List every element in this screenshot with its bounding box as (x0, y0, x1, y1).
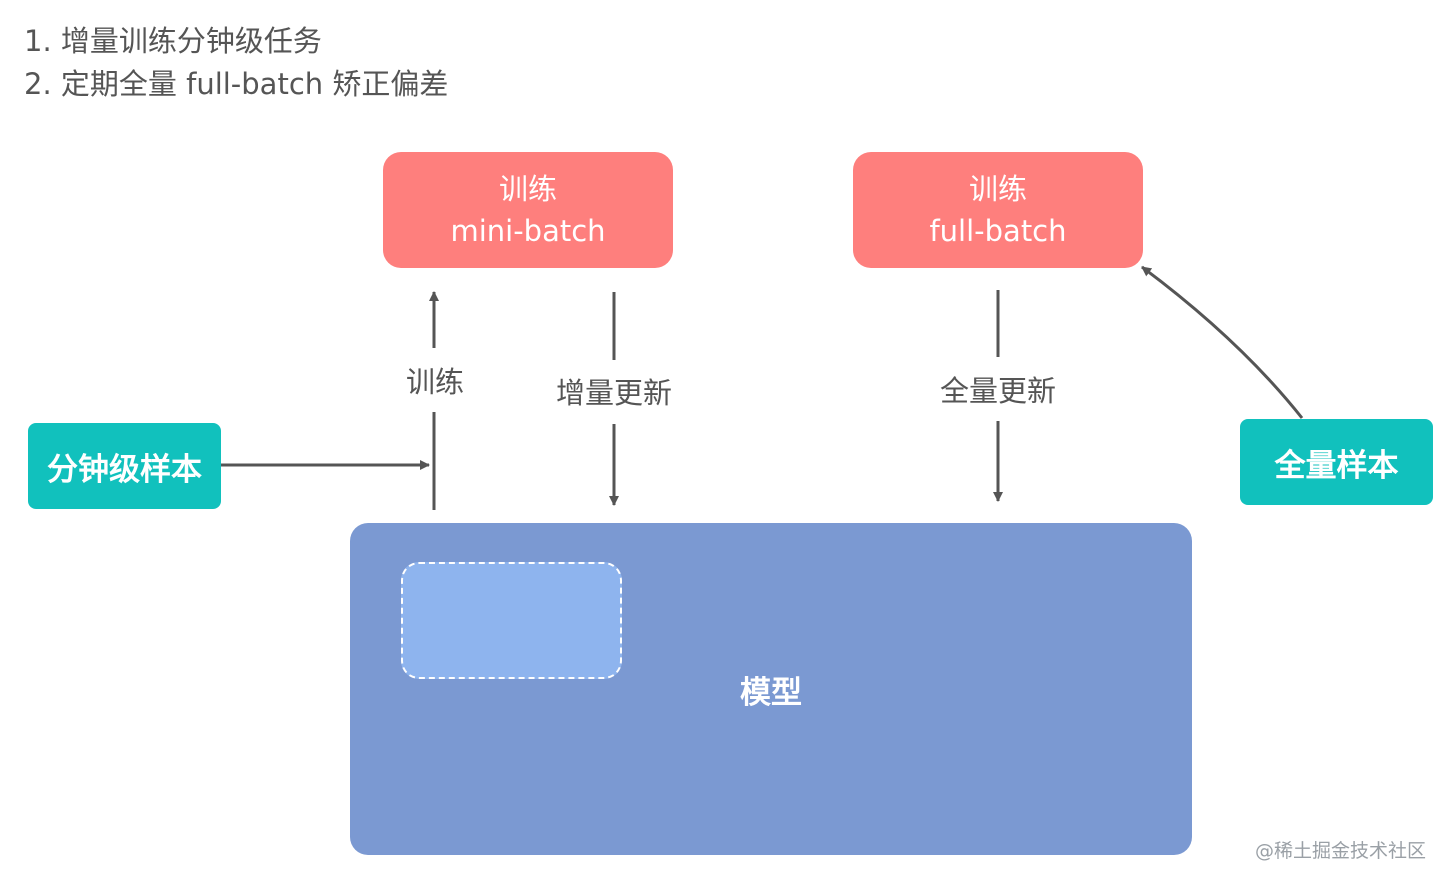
train-mini-batch-title: 训练 (498, 172, 557, 206)
full-sample-label: 全量样本 (1274, 447, 1399, 484)
watermark: @稀土掘金技术社区 (1254, 840, 1426, 862)
model-label: 模型 (740, 674, 802, 711)
full-sample-arrow (1141, 265, 1304, 419)
minute-sample-box: 分钟级样本 (28, 423, 221, 509)
full-update-label: 全量更新 (937, 366, 1059, 412)
train-full-batch-subtitle: full-batch (929, 214, 1067, 248)
model-incremental-region (401, 562, 622, 679)
incremental-update-label: 增量更新 (553, 368, 675, 414)
train-mini-batch-box: 训练 mini-batch (383, 152, 673, 268)
note-line-1: 1. 增量训练分钟级任务 (24, 24, 322, 58)
full-sample-box: 全量样本 (1240, 419, 1433, 505)
note-line-2: 2. 定期全量 full-batch 矫正偏差 (24, 67, 449, 101)
train-edge-label: 训练 (403, 357, 467, 403)
train-full-batch-box: 训练 full-batch (853, 152, 1143, 268)
train-mini-batch-subtitle: mini-batch (450, 214, 606, 248)
train-full-batch-title: 训练 (968, 172, 1027, 206)
minute-sample-label: 分钟级样本 (47, 451, 202, 488)
